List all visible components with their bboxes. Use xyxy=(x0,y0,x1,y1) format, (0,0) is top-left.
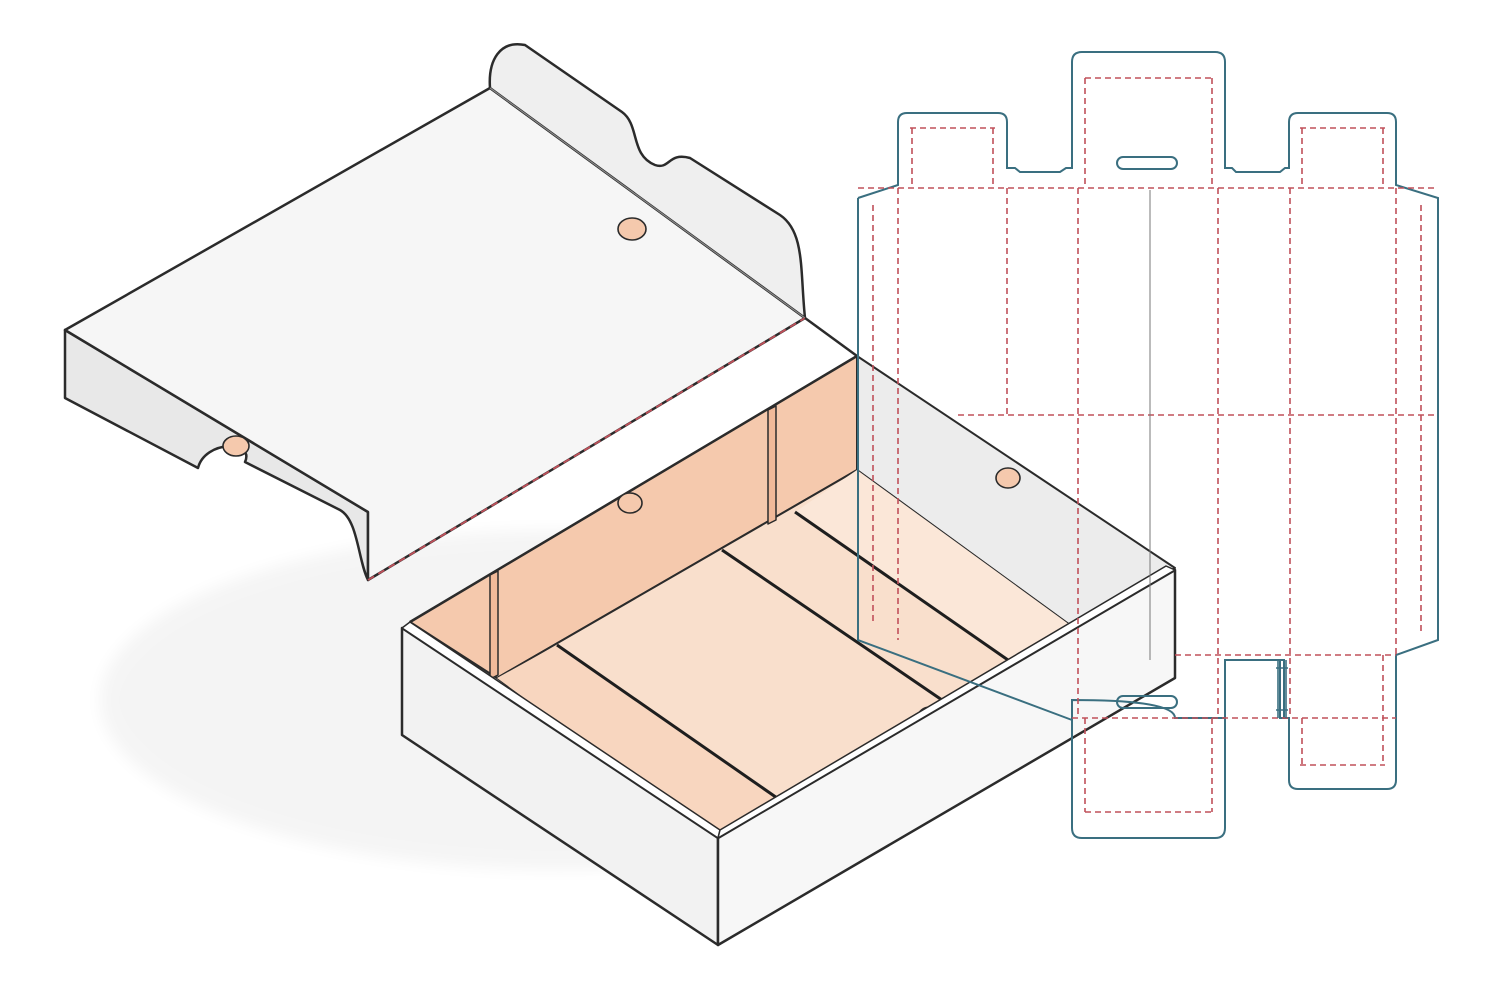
box-tray xyxy=(400,354,1177,947)
lid-back-flap xyxy=(488,42,807,320)
rim-thumb-notch-2 xyxy=(995,467,1021,489)
compartment-right xyxy=(795,470,1070,660)
lid-fold-line xyxy=(367,317,806,581)
lid-side-hole xyxy=(222,435,250,457)
dieline-fold-lines xyxy=(858,77,1438,813)
dieline-cut-outline xyxy=(857,51,1439,839)
flat-dieline xyxy=(857,51,1439,839)
dieline-handle-slot-top xyxy=(1116,156,1178,170)
lid-side-wall xyxy=(63,328,370,582)
dieline-handle-slot-bottom xyxy=(1116,695,1178,709)
lid-rear-edge xyxy=(804,316,858,358)
dieline-lock-tab xyxy=(1276,660,1288,718)
lid-thumb-hole xyxy=(617,217,647,241)
divider-line-3 xyxy=(794,510,1009,662)
divider-line-2 xyxy=(721,548,943,702)
tray-side-rim xyxy=(717,565,1176,839)
rim-thumb-notch-1 xyxy=(617,492,643,514)
dieline-left-edge xyxy=(857,198,1073,721)
box-lid xyxy=(63,42,858,582)
tray-rim-back xyxy=(409,354,858,624)
compartment-left xyxy=(497,645,780,840)
divider-line-1 xyxy=(556,643,781,802)
back-wall-tab-2 xyxy=(489,570,499,680)
back-wall-tab xyxy=(767,405,777,525)
open-mailer-box xyxy=(63,42,1177,947)
lid-hinge-line xyxy=(489,87,806,319)
